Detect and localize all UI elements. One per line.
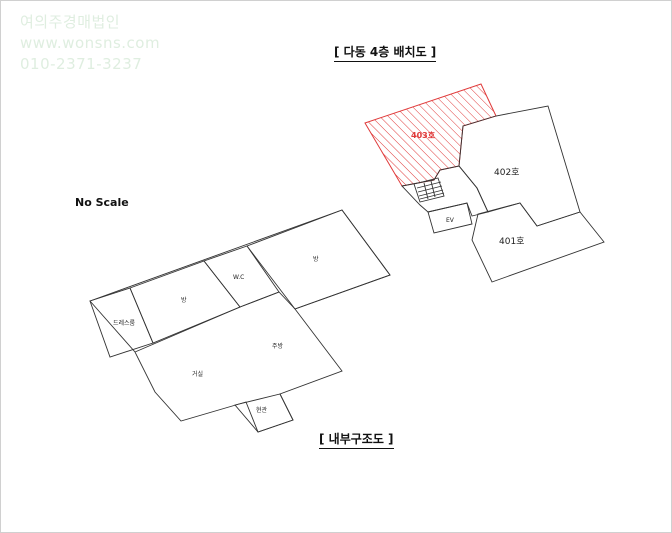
kitchen-label: 주방 <box>272 342 284 350</box>
site-plan: 403호 402호 401호 EV <box>364 83 605 283</box>
room-left-label: 방 <box>181 296 187 304</box>
unit-402-label: 402호 <box>494 167 519 178</box>
unit-403-label: 403호 <box>411 130 436 140</box>
watermark-company: 여의주경매법인 <box>20 13 121 31</box>
wc-label: W.C <box>233 274 244 281</box>
stairs-icon <box>413 177 445 203</box>
living-room-label: 거실 <box>192 370 203 378</box>
site-plan-title: [ 다동 4층 배치도 ] <box>334 43 437 62</box>
dressing-room-label: 드레스룸 <box>113 319 136 327</box>
kitchen-boundary <box>134 291 296 353</box>
room-right-label: 방 <box>313 255 319 263</box>
entrance-label: 현관 <box>256 406 268 414</box>
entrance-area <box>234 393 294 433</box>
room-right-area <box>246 209 391 310</box>
watermark-website: www.wonsns.com <box>20 34 161 52</box>
floor-plan-title: [ 내부구조도 ] <box>319 430 394 449</box>
watermark-phone: 010-2371-3237 <box>20 55 143 73</box>
floor-plan: 드레스룸 방 W.C 방 주방 거실 현관 <box>89 209 391 433</box>
watermark: 여의주경매법인 www.wonsns.com 010-2371-3237 <box>20 12 160 75</box>
elevator-box <box>427 202 473 234</box>
scale-note: No Scale <box>75 196 129 209</box>
unit-401-area <box>471 202 605 283</box>
unit-401-label: 401호 <box>499 236 524 247</box>
stair-core <box>401 165 489 217</box>
unit-402-area <box>458 105 581 227</box>
elevator-label: EV <box>446 217 455 224</box>
